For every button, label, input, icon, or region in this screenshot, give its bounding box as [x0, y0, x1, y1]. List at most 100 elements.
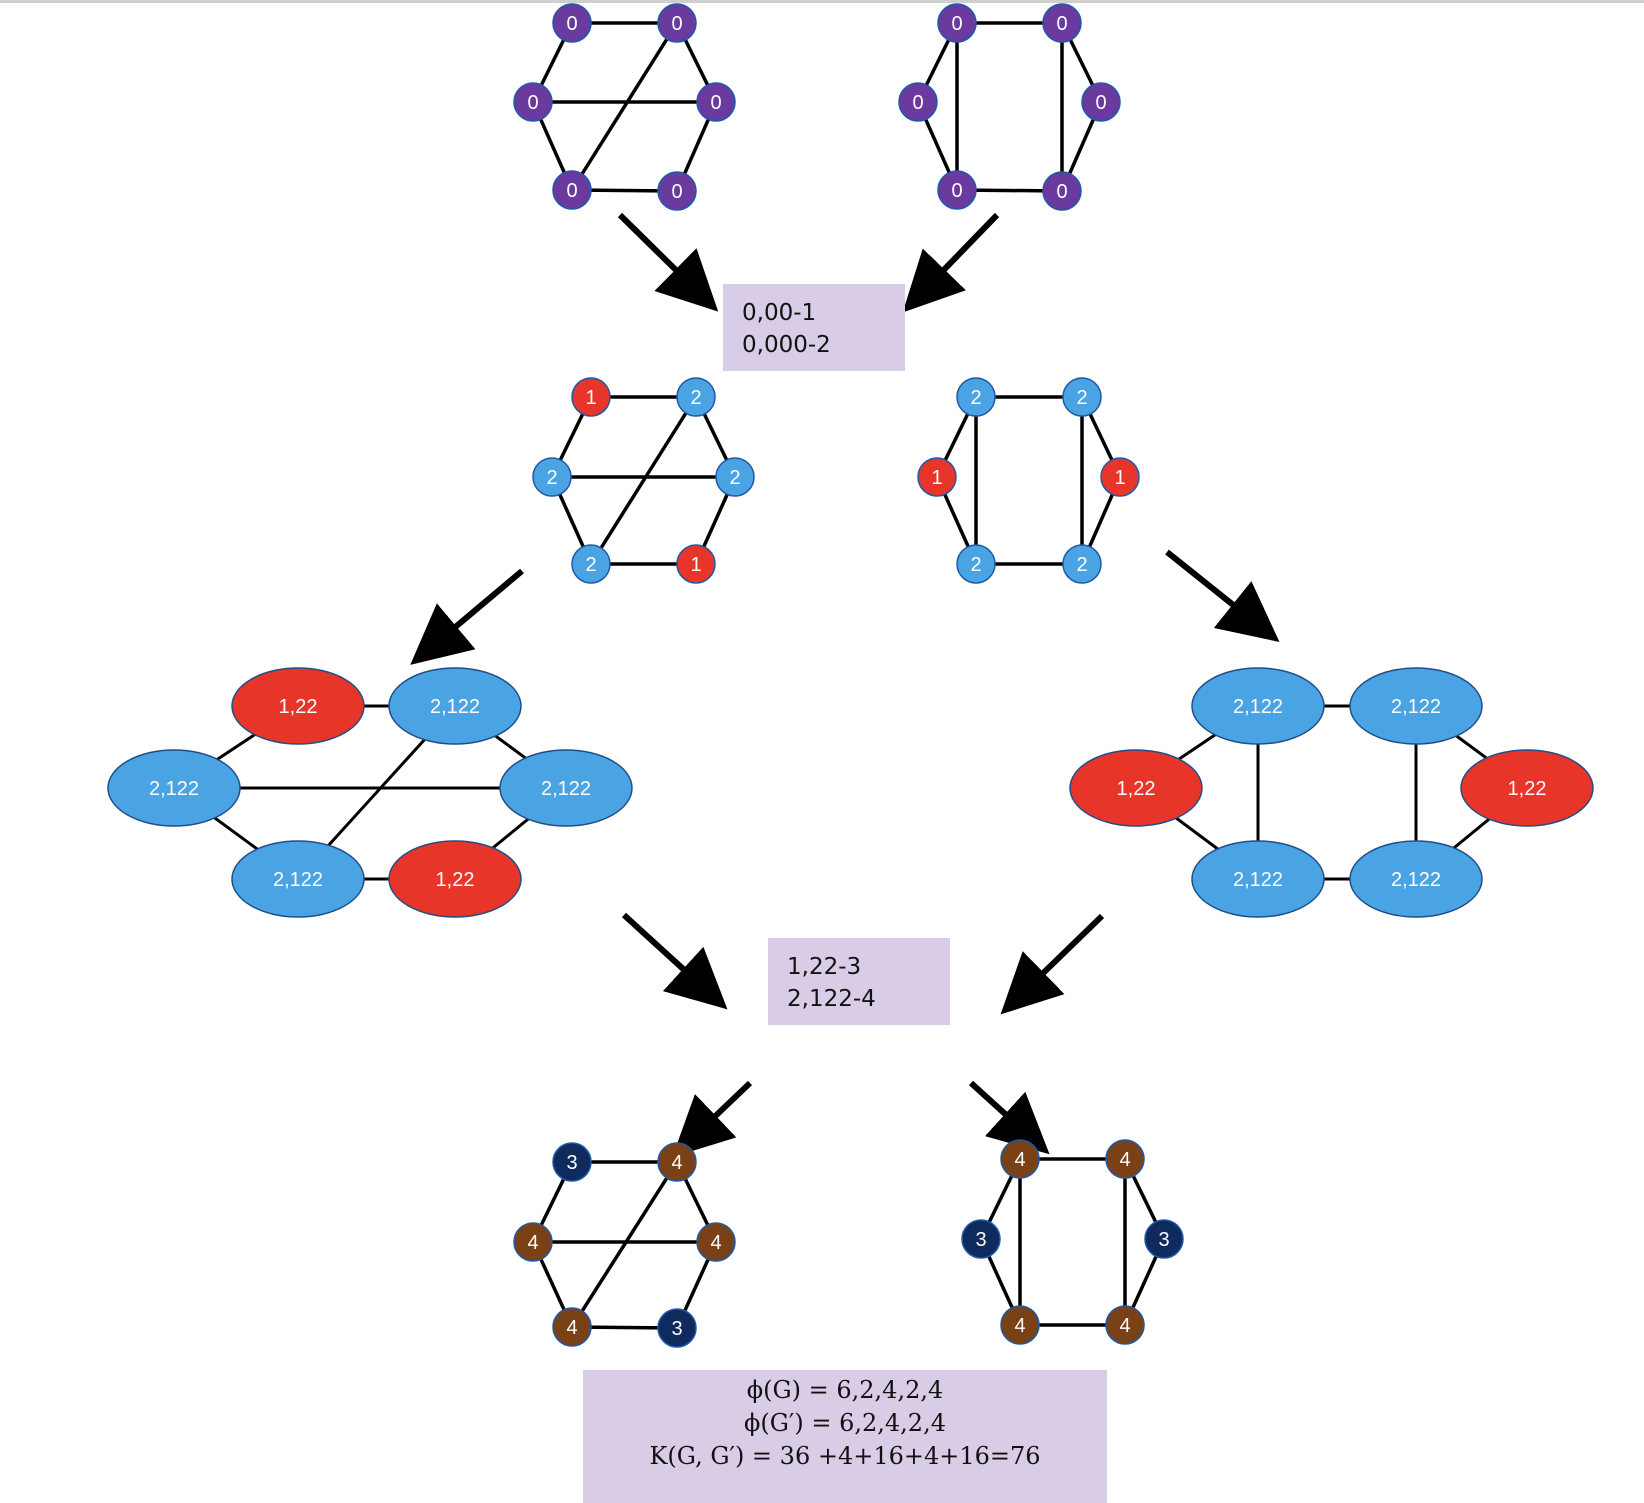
gp_multiset-node-label: 2,122: [1391, 696, 1441, 718]
gp_multiset-node: [1460, 749, 1594, 827]
g_multiset-node-label: 2,122: [430, 696, 480, 718]
gp_iter1-node-label: 2: [970, 387, 981, 409]
g_iter1-node-label: 2: [690, 387, 701, 409]
gp_multiset-node: [1349, 667, 1483, 745]
gp_iter2-node: [1000, 1139, 1040, 1179]
flow-arrow: [410, 568, 524, 665]
g_iter1-edge: [589, 396, 698, 565]
g_initial-node-label: 0: [671, 13, 682, 35]
gp_iter2-node-label: 4: [1014, 1315, 1025, 1337]
g_initial-node-label: 0: [671, 181, 682, 203]
gp_initial-node-label: 0: [951, 13, 962, 35]
g_iter1-node: [571, 377, 611, 417]
g_iter2-node: [657, 1142, 697, 1182]
flow-arrow: [672, 1080, 753, 1158]
g_iter2-node: [657, 1308, 697, 1348]
gp_multiset-node-label: 1,22: [1508, 778, 1547, 800]
g_iter2-node-label: 4: [671, 1152, 682, 1174]
gp_initial-node: [937, 3, 977, 43]
g_iter1-node-label: 1: [690, 554, 701, 576]
gp_multiset-node-label: 2,122: [1391, 869, 1441, 891]
g_initial-node-label: 0: [710, 92, 721, 114]
g_initial-node: [657, 3, 697, 43]
gp_initial-node-label: 0: [912, 92, 923, 114]
gp_iter1-node: [917, 457, 957, 497]
gp_iter1-node-label: 2: [1076, 387, 1087, 409]
gp_iter2-node-label: 3: [1158, 1229, 1169, 1251]
g_initial-node: [552, 170, 592, 210]
g_multiset-node-label: 2,122: [541, 778, 591, 800]
gp_iter1-node-label: 1: [1114, 467, 1125, 489]
g_iter1-node: [676, 544, 716, 584]
g_multiset-node-label: 1,22: [279, 696, 318, 718]
gp_iter2-node-label: 3: [975, 1229, 986, 1251]
g_multiset-node-label: 2,122: [149, 778, 199, 800]
gp_initial-node: [1042, 171, 1082, 211]
gp_initial-node: [1081, 82, 1121, 122]
gp_iter1-node: [956, 544, 996, 584]
gp_iter1-node: [1062, 544, 1102, 584]
g_iter2-node-label: 4: [527, 1232, 538, 1254]
gp_multiset-node: [1349, 840, 1483, 918]
gp_multiset-node: [1191, 840, 1325, 918]
gp_iter2-node: [1000, 1305, 1040, 1345]
gp_initial-node-label: 0: [1056, 13, 1067, 35]
gp_iter2-node-label: 4: [1014, 1149, 1025, 1171]
gp_iter2-node: [1105, 1139, 1145, 1179]
g_initial-node: [657, 171, 697, 211]
gp_iter2-node: [961, 1219, 1001, 1259]
gp_iter1-node: [956, 377, 996, 417]
kernel-value: K(G, G′) = 36 +4+16+4+16=76: [649, 1442, 1041, 1470]
gp_multiset-node: [1069, 749, 1203, 827]
flow-arrow: [1165, 549, 1280, 642]
relabel-table-2: 1,22-3 2,122-4: [768, 938, 950, 1025]
flow-arrow: [621, 912, 728, 1010]
flow-arrow: [968, 1080, 1050, 1155]
g_iter1-node: [715, 457, 755, 497]
flow-arrow: [617, 212, 719, 312]
g_multiset-node-label: 1,22: [436, 869, 475, 891]
gp_iter1-node-label: 2: [1076, 554, 1087, 576]
g_iter1-node: [676, 377, 716, 417]
g_multiset-node: [388, 667, 522, 745]
g_iter2-node-label: 4: [566, 1317, 577, 1339]
g_initial-node-label: 0: [566, 180, 577, 202]
feature-vector-g-prime: ϕ(G′) = 6,2,4,2,4: [744, 1409, 946, 1437]
edges-layer: [173, 21, 1528, 1330]
g_iter2-node: [513, 1222, 553, 1262]
g_multiset-node: [107, 749, 241, 827]
gp_iter2-node: [1144, 1219, 1184, 1259]
gp_iter2-node-label: 4: [1119, 1315, 1130, 1337]
relabel-table-1: 0,00-1 0,000-2: [723, 284, 905, 371]
feature-vector-g: ϕ(G) = 6,2,4,2,4: [746, 1376, 944, 1404]
gp_iter2-node: [1105, 1305, 1145, 1345]
g_initial-edge: [570, 22, 679, 191]
g_iter2-node: [552, 1142, 592, 1182]
g_iter2-node: [696, 1222, 736, 1262]
flow-arrow: [1000, 913, 1105, 1015]
g_multiset-node: [231, 667, 365, 745]
g_iter2-node: [552, 1307, 592, 1347]
g_multiset-node: [231, 840, 365, 918]
g_iter1-node-label: 2: [585, 554, 596, 576]
gp_initial-node: [937, 170, 977, 210]
gp_initial-node: [1042, 3, 1082, 43]
relabel-1-line-2: 0,000-2: [742, 332, 831, 358]
kernel-result-box: ϕ(G) = 6,2,4,2,4 ϕ(G′) = 6,2,4,2,4 K(G, …: [583, 1370, 1107, 1503]
g_iter2-edge: [570, 1161, 679, 1328]
g_initial-node: [696, 82, 736, 122]
g_initial-node-label: 0: [527, 92, 538, 114]
g_multiset-node-label: 2,122: [273, 869, 323, 891]
gp_initial-node-label: 0: [951, 180, 962, 202]
gp_initial-node-label: 0: [1056, 181, 1067, 203]
g_initial-node-label: 0: [566, 13, 577, 35]
relabel-2-line-1: 1,22-3: [787, 954, 862, 980]
gp_multiset-node-label: 2,122: [1233, 869, 1283, 891]
flow-arrow: [902, 212, 1000, 313]
g_multiset-node: [388, 840, 522, 918]
g_iter2-node-label: 3: [566, 1152, 577, 1174]
gp_initial-node: [898, 82, 938, 122]
gp_iter2-node-label: 4: [1119, 1149, 1130, 1171]
